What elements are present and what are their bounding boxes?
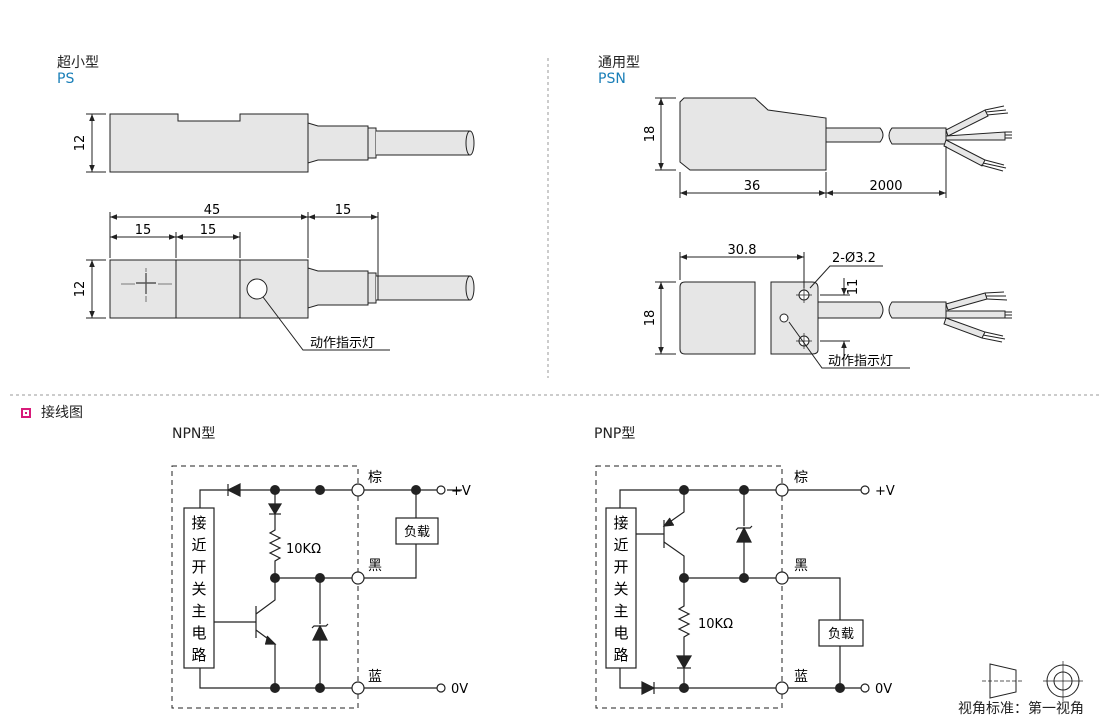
svg-text:开: 开 [613, 558, 628, 576]
ps-indicator-lamp [246, 278, 268, 300]
pnp-nodes [679, 485, 845, 693]
npn-diagram [171, 465, 462, 709]
psn-dim-height-front: 18 [643, 310, 658, 327]
svg-text:关: 关 [191, 580, 206, 598]
ps-dim-neck: 15 [335, 203, 352, 218]
svg-text:近: 近 [191, 536, 206, 554]
psn-dim-hole-gap: 11 [846, 279, 861, 296]
psn-top-view [679, 97, 1006, 171]
pnp-diagram [595, 465, 864, 709]
psn-front-view [679, 281, 1006, 355]
view-standard-label: 视角标准：第一视角 [958, 701, 1084, 717]
wiring-title: 接线图 [41, 405, 83, 421]
npn-terminals [351, 483, 446, 695]
svg-text:接: 接 [191, 514, 206, 532]
npn-nodes [270, 485, 421, 693]
psn-front-strands [981, 291, 1012, 343]
pnp-circuit-label: 接 近 开 关 主 电 路 [613, 514, 628, 664]
npn-load-label: 负载 [404, 525, 430, 540]
pnp-vplus: +V [875, 484, 895, 499]
ps-dim-height-top: 12 [73, 135, 88, 152]
ps-title: 超小型 [57, 55, 99, 71]
svg-text:关: 关 [613, 580, 628, 598]
psn-model: PSN [598, 71, 626, 87]
psn-wire-strands [980, 105, 1012, 172]
psn-dim-holes: 2-Ø3.2 [832, 251, 876, 266]
psn-dim-length: 36 [744, 179, 761, 194]
npn-wire-brown: 棕 [368, 470, 382, 486]
svg-text:主: 主 [191, 602, 206, 620]
psn-top-dims [655, 97, 947, 198]
pnp-wire-blue: 蓝 [794, 669, 808, 685]
psn-indicator-label: 动作指示灯 [828, 354, 893, 369]
ps-cross-mark [121, 268, 172, 302]
npn-vplus: +V [451, 484, 471, 499]
pnp-terminals [775, 483, 870, 695]
pnp-resistor-label: 10KΩ [698, 617, 733, 632]
psn-dim-cable: 2000 [869, 179, 902, 194]
ps-dim-length: 45 [204, 203, 221, 218]
psn-dim-hole-span: 30.8 [728, 243, 757, 258]
ps-dim-seg2: 15 [200, 223, 217, 238]
ps-dim-height-front: 12 [73, 281, 88, 298]
psn-hole-centerlines [796, 287, 812, 349]
pnp-title: PNP型 [594, 426, 636, 442]
svg-text:电: 电 [613, 624, 628, 642]
section-marker-icon [21, 408, 31, 418]
svg-text:电: 电 [191, 624, 206, 642]
pnp-wire-brown: 棕 [794, 470, 808, 486]
pnp-wire-black: 黑 [794, 558, 808, 574]
svg-text:开: 开 [191, 558, 206, 576]
npn-circuit-label: 接 近 开 关 主 电 路 [191, 514, 206, 664]
ps-front-view [109, 259, 475, 319]
svg-text:接: 接 [613, 514, 628, 532]
first-angle-projection-icon [982, 661, 1083, 701]
svg-text:路: 路 [613, 646, 628, 664]
npn-zero: 0V [451, 682, 468, 697]
npn-title: NPN型 [172, 426, 216, 442]
svg-text:路: 路 [191, 646, 206, 664]
pnp-load-label: 负载 [828, 627, 854, 642]
ps-model: PS [57, 71, 75, 87]
ps-indicator-label: 动作指示灯 [310, 336, 375, 351]
psn-dim-height-top: 18 [643, 126, 658, 143]
ps-front-dims [86, 212, 379, 319]
svg-text:近: 近 [613, 536, 628, 554]
pnp-zero: 0V [875, 682, 892, 697]
npn-resistor-label: 10KΩ [286, 542, 321, 557]
ps-indicator-leader [262, 296, 390, 351]
npn-wire-black: 黑 [368, 558, 382, 574]
npn-wire-blue: 蓝 [368, 669, 382, 685]
psn-title: 通用型 [598, 55, 640, 71]
ps-top-view [109, 113, 475, 173]
ps-dim-seg1: 15 [135, 223, 152, 238]
psn-indicator-lamp [779, 313, 789, 323]
svg-text:主: 主 [613, 602, 628, 620]
psn-front-dims [655, 252, 883, 358]
psn-indicator-leader [788, 321, 910, 369]
ps-top-height-dim [86, 113, 106, 173]
